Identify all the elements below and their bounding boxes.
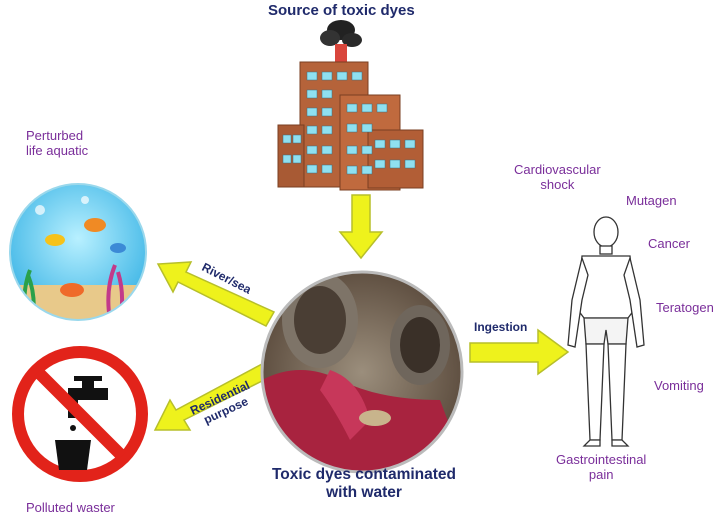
ingestion-label: Ingestion — [474, 320, 528, 334]
mutagen-label: Mutagen — [626, 193, 677, 208]
arrow-ingestion — [469, 328, 570, 376]
aquatic-life-icon — [9, 183, 147, 321]
arrow-residential — [153, 362, 269, 431]
factory-building-icon — [277, 20, 424, 191]
no-water-tap-icon — [12, 346, 148, 482]
arrow-to-aquatic — [156, 261, 276, 327]
aquatic-label: Perturbed life aquatic — [26, 128, 89, 158]
vomiting-label: Vomiting — [654, 378, 704, 393]
teratogen-label: Teratogen — [656, 300, 714, 315]
dye-pipe-photo-icon — [260, 270, 464, 474]
cardio-label: Cardiovascular shock — [514, 162, 601, 192]
gastro-label: Gastrointestinal pain — [556, 452, 647, 482]
polluted-label: Polluted waster — [26, 500, 115, 515]
human-body-icon — [567, 216, 645, 447]
arrow-down — [338, 194, 384, 260]
center-label: Toxic dyes contaminated with water — [271, 466, 457, 501]
cancer-label: Cancer — [648, 236, 690, 251]
source-title: Source of toxic dyes — [268, 2, 415, 19]
